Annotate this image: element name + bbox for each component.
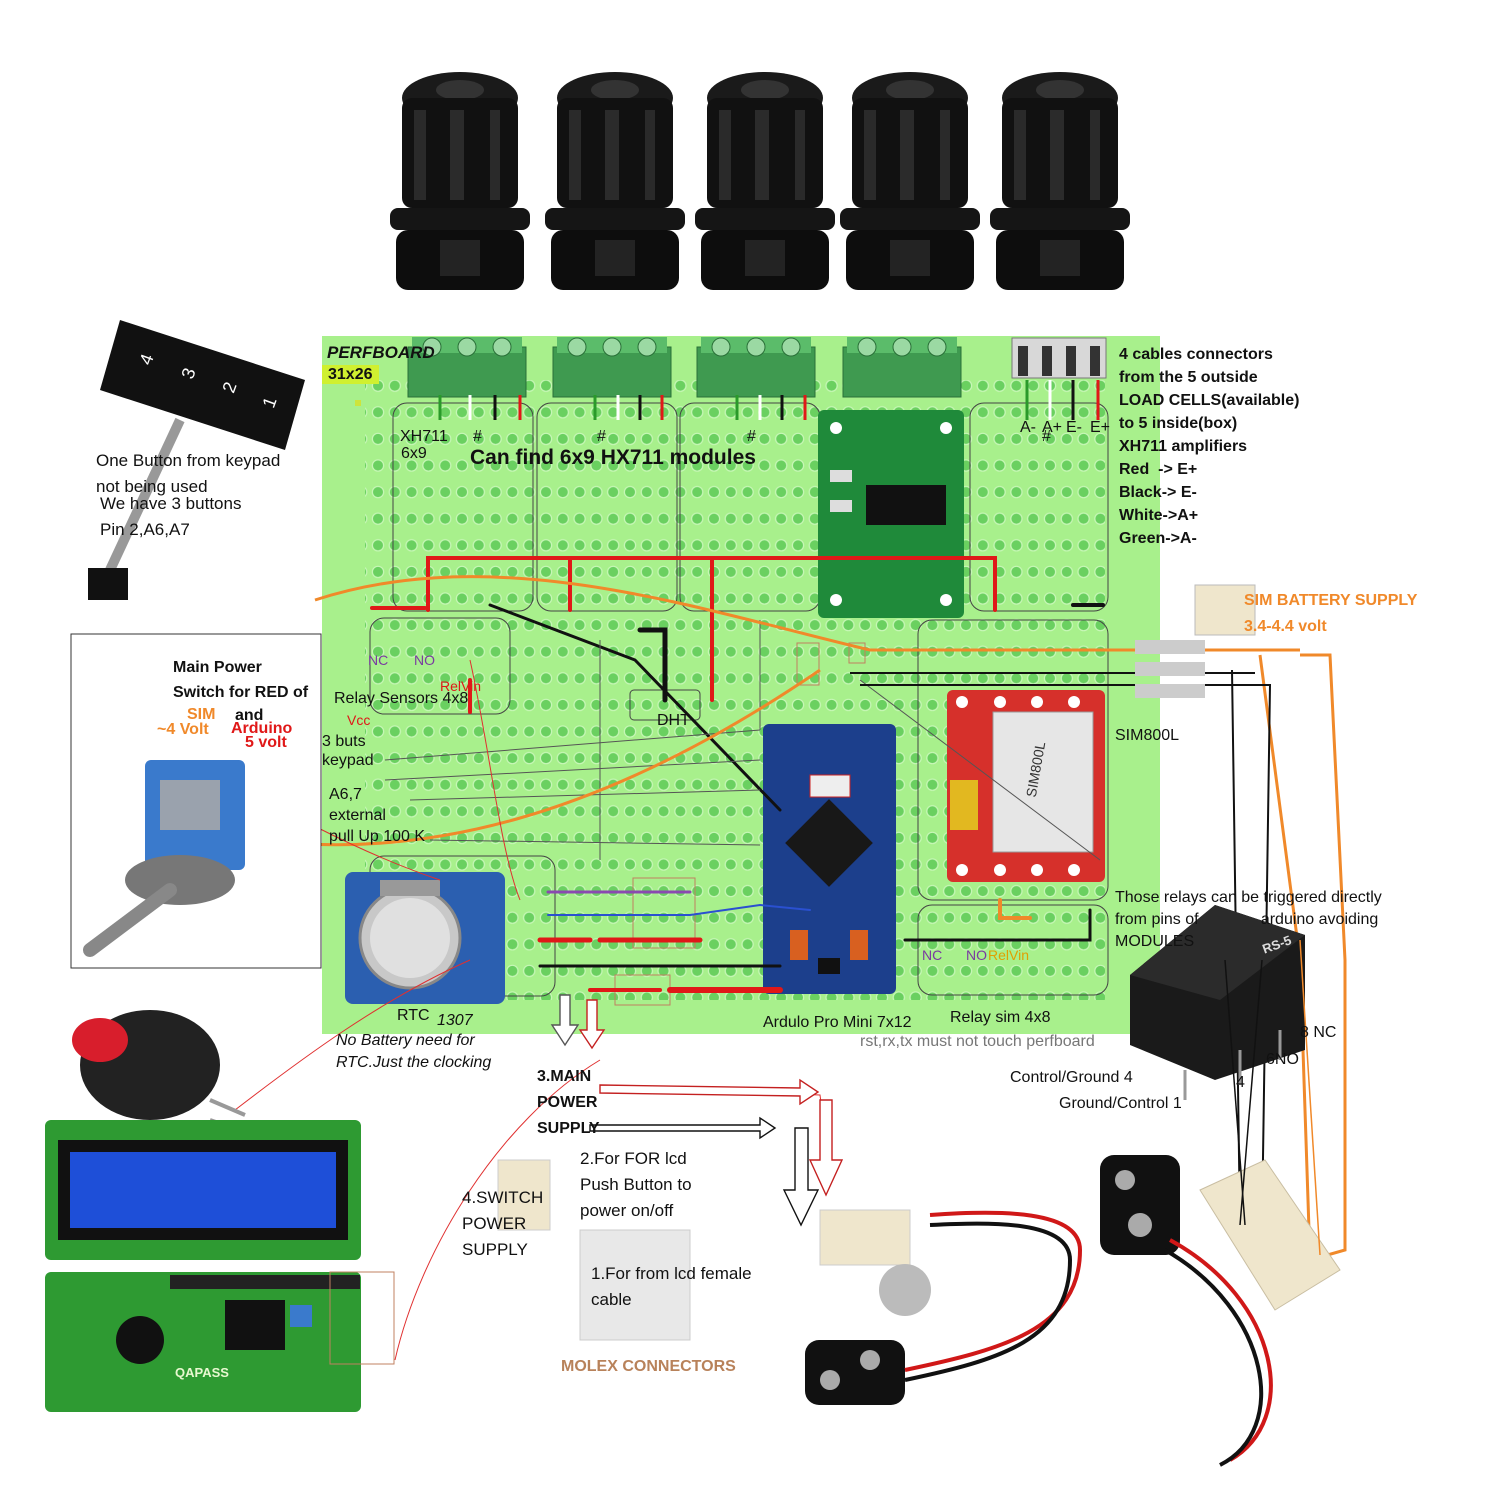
hx711-headline: Can find 6x9 HX711 modules <box>470 446 756 469</box>
rtc-module-icon <box>345 872 505 1004</box>
load-cell-note: 4 cables connectors from the 5 outside L… <box>1119 346 1300 547</box>
pullup-note: A6,7 external pull Up 100 K <box>329 786 426 845</box>
perfboard-size: 31x26 <box>322 365 379 384</box>
relay-sim-nc: NC <box>922 947 943 963</box>
main-switch-arduino: Arduino <box>231 720 293 737</box>
hash-mark-1: # <box>473 428 482 445</box>
rtc-model: 1307 <box>437 1012 473 1029</box>
sim800l-label: SIM800L <box>1115 727 1180 744</box>
battery-clip-icon <box>805 1155 1273 1467</box>
relay-sensors-vcc: Vcc <box>347 712 371 728</box>
hash-mark-2: # <box>597 428 606 445</box>
relays-note: Those relays can be triggered directly f… <box>1115 889 1382 950</box>
relay-lines-orange <box>1299 939 1321 1256</box>
push-button-icon <box>72 1010 246 1134</box>
rtc-label: RTC <box>397 1007 430 1024</box>
main-switch-sim-volt: ~4 Volt <box>157 721 209 738</box>
perfboard-title: PERFBOARD <box>327 343 435 362</box>
hash-mark-4: # <box>1042 428 1051 445</box>
relay-control-ground: Control/Ground 4 <box>1010 1069 1133 1086</box>
relay-sim-no: NO <box>966 947 987 963</box>
relay-icon <box>1130 905 1305 1100</box>
push-button-note: 2.For FOR lcd Push Button to power on/of… <box>580 1149 692 1220</box>
connector-arrows-red <box>578 999 844 1197</box>
arduino-label: Ardulo Pro Mini 7x12 <box>763 1014 912 1031</box>
hash-mark-3: # <box>747 428 756 445</box>
cable-gland-icon <box>390 72 1130 290</box>
lcd-female-note: 1.For from lcd female cable <box>591 1264 752 1309</box>
relay-sim-relvin: RelVin <box>988 947 1029 963</box>
relay-pin-nc: 8 NC <box>1300 1024 1337 1041</box>
relay-sensors-nc: NC <box>368 652 389 668</box>
board-wires <box>370 556 1105 993</box>
relay-ground-control: Ground/Control 1 <box>1059 1095 1182 1112</box>
dht-label: DHT <box>657 712 690 729</box>
lcd-brand: QAPASS <box>175 1365 229 1380</box>
keypad-note: 3 buts keypad <box>322 733 374 769</box>
toggle-switch-icon <box>83 760 245 957</box>
perfboard-extension <box>1105 336 1160 580</box>
keypad-unused-note: One Button from keypad not being used <box>96 451 281 496</box>
molex-connector-icon <box>497 584 1341 1341</box>
relay-lines <box>1224 959 1263 1226</box>
main-switch-sim: SIM <box>187 706 216 723</box>
keypad-buttons-note: We have 3 buttons Pin 2,A6,A7 <box>100 494 242 539</box>
load-cell-wire-stubs <box>438 380 1100 420</box>
pin-label-e-minus: E- <box>1066 419 1082 436</box>
arduino-board-icon <box>763 724 896 994</box>
relay-pin4: 4 <box>1236 1074 1245 1091</box>
sim-battery-range: 3.4-4.4 volt <box>1244 618 1327 635</box>
main-power-note: 3.MAIN POWER SUPPLY <box>537 1068 600 1137</box>
connector-arrows <box>550 994 820 1227</box>
rst-note: rst,rx,tx must not touch perfboard <box>860 1033 1095 1050</box>
xh711-label: XH711 <box>400 428 448 445</box>
lcd-module-icon <box>45 1120 395 1412</box>
hx711-module-icon <box>818 410 964 618</box>
pin-label-a-plus: A+ <box>1042 419 1063 436</box>
relay-pin-no: 6NO <box>1266 1051 1299 1068</box>
relay-sensors-label: Relay Sensors 4x8 <box>334 690 469 707</box>
main-switch-title: Main Power Switch for RED of <box>173 659 309 701</box>
switch-power-note: 4.SWITCH POWER SUPPLY <box>462 1188 544 1259</box>
relay-sensors-relvin: RelVin <box>440 678 481 694</box>
xh711-size: 6x9 <box>401 445 427 462</box>
pin-label-a-minus: A- <box>1020 419 1036 436</box>
relay-sensors-no: NO <box>414 652 435 668</box>
relay-sim-label: Relay sim 4x8 <box>950 1009 1051 1026</box>
molex-label: MOLEX CONNECTORS <box>561 1358 736 1375</box>
sim-battery-title: SIM BATTERY SUPPLY <box>1244 592 1418 609</box>
pin-label-e-plus: E+ <box>1090 419 1111 436</box>
main-switch-and: and <box>235 707 264 724</box>
main-switch-ard-volt: 5 volt <box>245 734 287 751</box>
rtc-note: No Battery need for RTC.Just the clockin… <box>336 1032 492 1071</box>
membrane-keypad-icon <box>88 320 305 600</box>
screw-terminal-icon <box>407 337 1107 398</box>
